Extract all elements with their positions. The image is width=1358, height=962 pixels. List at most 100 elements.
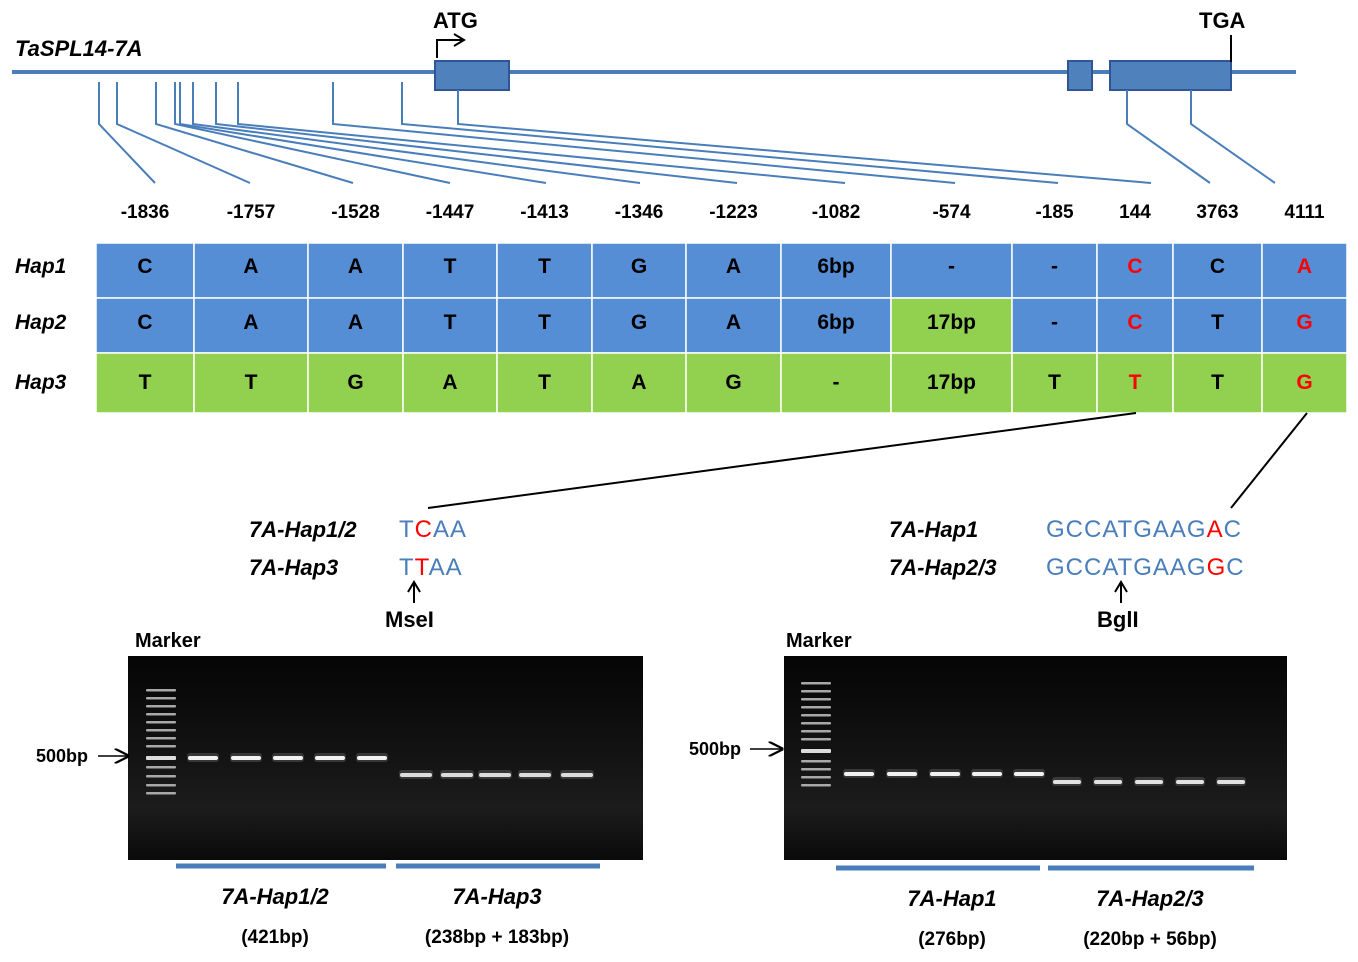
ladder-band — [146, 729, 176, 732]
left-site-label-2: 7A-Hap3 — [249, 555, 338, 580]
haplotype-cell — [1172, 352, 1263, 414]
ladder-band — [801, 698, 831, 701]
gel-left-bands — [187, 753, 594, 779]
right-site-seq-1: GCCATGAAGAC — [1046, 516, 1242, 543]
gel-left-ladder — [146, 689, 176, 795]
gel-right-image — [784, 656, 1287, 860]
haplotype-allele: A — [348, 311, 363, 334]
ladder-band — [146, 689, 176, 692]
ladder-band — [801, 749, 831, 753]
ladder-band — [801, 722, 831, 725]
start-codon-label: ATG — [433, 8, 478, 33]
gel-right-bands — [843, 769, 1246, 786]
haplotype-allele: C — [1210, 255, 1225, 278]
haplotype-allele: 17bp — [927, 311, 976, 334]
haplotype-cell — [1096, 297, 1174, 354]
gene-structure: TaSPL14-7A ATG TGA — [12, 8, 1296, 91]
haplotype-cell — [1172, 242, 1263, 299]
haplotype-allele: A — [243, 255, 258, 278]
variant-position: -1757 — [227, 202, 276, 223]
haplotype-allele: T — [245, 371, 258, 394]
variant-position: 144 — [1119, 202, 1151, 223]
right-enzyme-label: BglI — [1097, 607, 1139, 632]
exon-3 — [1109, 60, 1232, 91]
ladder-band — [146, 705, 176, 708]
bgl-cut-arrow-head — [1114, 580, 1128, 593]
gel-band — [315, 756, 345, 760]
haplotype-allele: T — [1129, 371, 1142, 394]
haplotype-label: Hap3 — [15, 371, 67, 394]
gel-band — [519, 773, 551, 777]
ladder-band — [801, 760, 831, 763]
gel-band — [844, 772, 874, 776]
haplotype-cell — [1261, 352, 1348, 414]
gel-band — [1217, 780, 1245, 784]
haplotype-allele: T — [1211, 311, 1224, 334]
haplotype-cell — [1172, 297, 1263, 354]
ladder-band — [801, 690, 831, 693]
ladder-band — [801, 714, 831, 717]
gel-right-ladder — [801, 682, 831, 787]
haplotype-cell — [95, 352, 195, 414]
left-site-seq-2: TTAA — [399, 554, 463, 581]
haplotype-allele: C — [137, 311, 152, 334]
haplotype-cell — [591, 352, 687, 414]
haplotype-cell — [1096, 352, 1174, 414]
ladder-band — [801, 706, 831, 709]
variant-leader-lines — [98, 82, 1276, 184]
gel-band — [231, 756, 261, 760]
haplotype-allele: T — [1211, 371, 1224, 394]
haplotype-cell — [1096, 242, 1174, 299]
gel-band — [441, 773, 473, 777]
gel-left-group-2-name: 7A-Hap3 — [452, 884, 541, 909]
gel-band — [930, 772, 960, 776]
gel-right-marker-label: Marker — [786, 630, 852, 652]
haplotype-allele: C — [1127, 311, 1142, 334]
haplotype-allele: A — [348, 255, 363, 278]
gel-left-group-1-name: 7A-Hap1/2 — [221, 884, 329, 909]
ladder-band — [801, 730, 831, 733]
haplotype-cell — [1011, 352, 1098, 414]
variant-position: -1447 — [426, 202, 475, 223]
haplotype-cell — [591, 297, 687, 354]
variant-position: -1082 — [812, 202, 861, 223]
variant-position: 3763 — [1196, 202, 1238, 223]
haplotype-cell — [890, 297, 1013, 354]
gel-band — [1014, 772, 1044, 776]
haplotype-allele: A — [243, 311, 258, 334]
ladder-band — [801, 682, 831, 685]
right-site-label-1: 7A-Hap1 — [889, 517, 978, 542]
stop-codon-label: TGA — [1199, 8, 1246, 33]
gene-name: TaSPL14-7A — [15, 36, 143, 61]
ladder-band — [801, 768, 831, 771]
ladder-band — [801, 776, 831, 779]
haplotype-cell — [307, 242, 404, 299]
gel-left: Marker 500bp 7A-Hap1/2 (421bp) 7A-Hap3 (… — [36, 630, 643, 948]
haplotype-cell — [890, 352, 1013, 414]
ladder-band — [146, 756, 176, 760]
tss-arrow — [436, 39, 462, 58]
haplotype-cell — [95, 297, 195, 354]
ladder-band — [146, 775, 176, 778]
haplotype-allele: - — [1051, 255, 1058, 278]
haplotype-cell — [780, 352, 892, 414]
haplotype-cell — [496, 352, 593, 414]
ladder-band — [146, 697, 176, 700]
gel-band — [972, 772, 1002, 776]
variant-position: -1413 — [520, 202, 569, 223]
ladder-band — [801, 784, 831, 787]
gel-band — [479, 773, 511, 777]
variant-position: 4111 — [1284, 202, 1325, 223]
gel-right-group-2-name: 7A-Hap2/3 — [1096, 886, 1204, 911]
haplotype-allele: 6bp — [817, 311, 854, 334]
haplotype-allele: C — [137, 255, 152, 278]
gel-band — [400, 773, 432, 777]
ladder-band — [146, 721, 176, 724]
haplotype-allele: T — [139, 371, 152, 394]
gel-right-group-2-size: (220bp + 56bp) — [1083, 929, 1217, 950]
haplotype-allele: G — [1296, 371, 1312, 394]
exon-2 — [1067, 60, 1093, 91]
haplotype-allele: A — [631, 371, 646, 394]
gel-right: Marker 500bp 7A-Hap1 (276bp) 7A-Hap2/3 (… — [689, 630, 1287, 950]
